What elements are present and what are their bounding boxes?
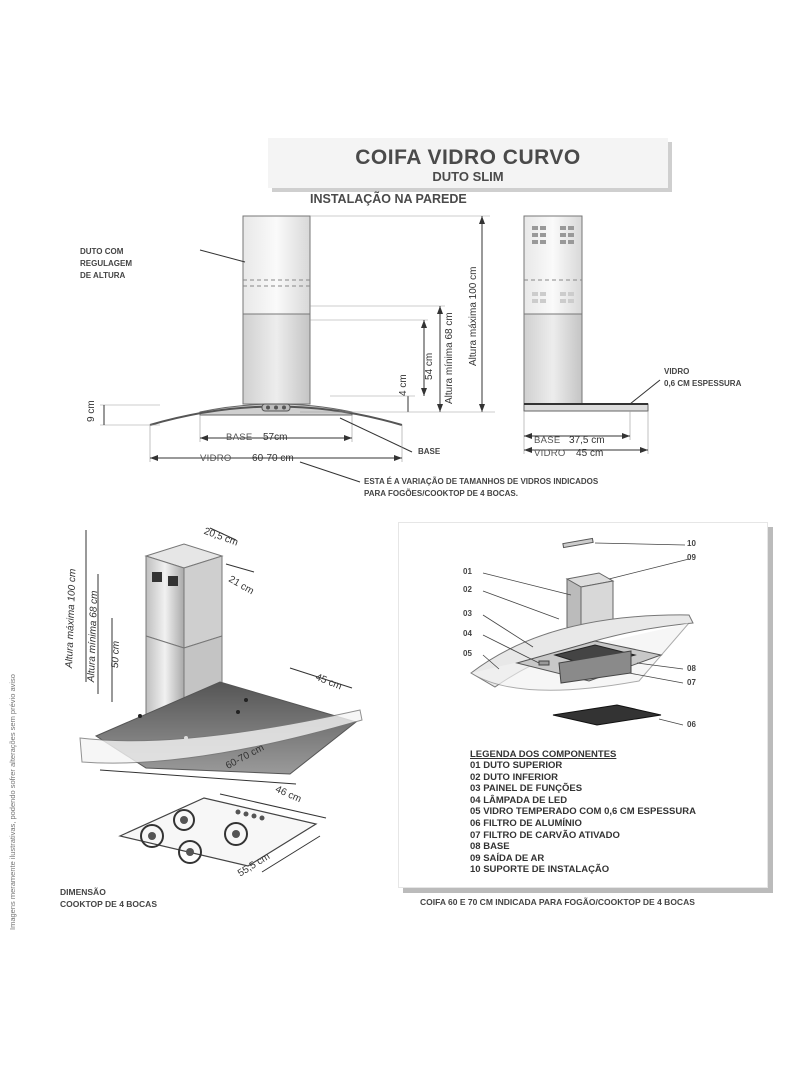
glass-note-line: 0,6 CM ESPESSURA: [664, 379, 742, 388]
base-callout: BASE: [418, 447, 441, 456]
components-caption: COIFA 60 E 70 CM INDICADA PARA FOGÃO/COO…: [420, 897, 695, 907]
dim-min-height: Altura mínima 68 cm: [444, 312, 455, 404]
callout-02: 02: [463, 585, 472, 594]
legend-item: 04 LÂMPADA DE LED: [470, 794, 568, 806]
dim-54cm: 54 cm: [424, 352, 435, 380]
side-base-label: BASE: [534, 435, 561, 446]
disclaimer-note: Imagens meramente ilustrativas, podendo …: [8, 674, 17, 930]
side-glass-value: 45 cm: [576, 448, 604, 459]
exploded-view-drawing: [470, 537, 694, 726]
side-base-dimension: BASE 37,5 cm: [534, 430, 605, 448]
duct-note: DUTO COM REGULAGEM DE ALTURA: [80, 246, 132, 282]
legend-item: 10 SUPORTE DE INSTALAÇÃO: [470, 864, 610, 876]
glass-dim-label: VIDRO: [200, 453, 232, 464]
cooktop-caption-line: COOKTOP DE 4 BOCAS: [60, 899, 157, 909]
base-dim-value: 57cm: [263, 432, 288, 443]
glass-note-line: VIDRO: [664, 367, 690, 376]
side-base-value: 37,5 cm: [569, 435, 605, 446]
callout-10: 10: [687, 539, 696, 548]
base-dimension: BASE 57cm: [226, 427, 287, 445]
duct-note-line: DUTO COM: [80, 247, 124, 256]
callout-03: 03: [463, 609, 472, 618]
callout-08: 08: [687, 664, 696, 673]
legend-item: 09 SAÍDA DE AR: [470, 852, 545, 864]
cooktop-caption: DIMENSÃO COOKTOP DE 4 BOCAS: [60, 886, 157, 910]
components-panel: 10 09 01 02 03 04 05 08 07 06 LEGENDA DO…: [398, 522, 768, 888]
legend-item: 05 VIDRO TEMPERADO COM 0,6 CM ESPESSURA: [470, 806, 696, 818]
front-view-drawing: [100, 215, 661, 483]
isometric-drawing: [79, 527, 363, 873]
page-title: COIFA VIDRO CURVO: [355, 146, 581, 169]
legend-item: 01 DUTO SUPERIOR: [470, 760, 563, 771]
legend-item: 07 FILTRO DE CARVÃO ATIVADO: [470, 829, 620, 841]
iso-dim-50: 50 cm: [110, 640, 122, 669]
callout-01: 01: [463, 567, 472, 576]
dim-4cm: 4 cm: [398, 374, 409, 396]
callout-04: 04: [463, 629, 472, 638]
variation-note-line: PARA FOGÕES/COOKTOP DE 4 BOCAS.: [364, 489, 518, 498]
legend-item: 06 FILTRO DE ALUMÍNIO: [470, 817, 582, 829]
glass-thickness-note: VIDRO 0,6 CM ESPESSURA: [664, 366, 741, 390]
side-glass-label: VIDRO: [534, 448, 566, 459]
dim-9cm: 9 cm: [86, 400, 97, 422]
legend-item: 02 DUTO INFERIOR: [470, 771, 558, 783]
legend-item: 03 PAINEL DE FUNÇÕES: [470, 783, 583, 795]
callout-05: 05: [463, 649, 472, 658]
title-box: COIFA VIDRO CURVO DUTO SLIM: [268, 138, 668, 188]
section-heading: INSTALAÇÃO NA PAREDE: [310, 192, 467, 206]
component-legend: LEGENDA DOS COMPONENTES 01 DUTO SUPERIOR…: [470, 749, 696, 876]
base-dim-label: BASE: [226, 432, 253, 443]
variation-note-line: ESTA É A VARIAÇÃO DE TAMANHOS DE VIDROS …: [364, 477, 599, 486]
callout-06: 06: [687, 720, 696, 729]
duct-note-line: REGULAGEM: [80, 259, 132, 268]
legend-title: LEGENDA DOS COMPONENTES: [470, 749, 617, 760]
page-subtitle: DUTO SLIM: [432, 169, 504, 184]
legend-item: 08 BASE: [470, 841, 510, 853]
callout-07: 07: [687, 678, 696, 687]
side-glass-dimension: VIDRO 45 cm: [534, 443, 603, 461]
glass-dim-value: 60-70 cm: [252, 453, 294, 464]
glass-dimension: VIDRO 60-70 cm: [200, 448, 294, 466]
cooktop-caption-line: DIMENSÃO: [60, 887, 106, 897]
duct-note-line: DE ALTURA: [80, 271, 126, 280]
callout-09: 09: [687, 553, 696, 562]
glass-variation-note: ESTA É A VARIAÇÃO DE TAMANHOS DE VIDROS …: [364, 476, 598, 500]
dim-max-height: Altura máxima 100 cm: [468, 266, 479, 366]
